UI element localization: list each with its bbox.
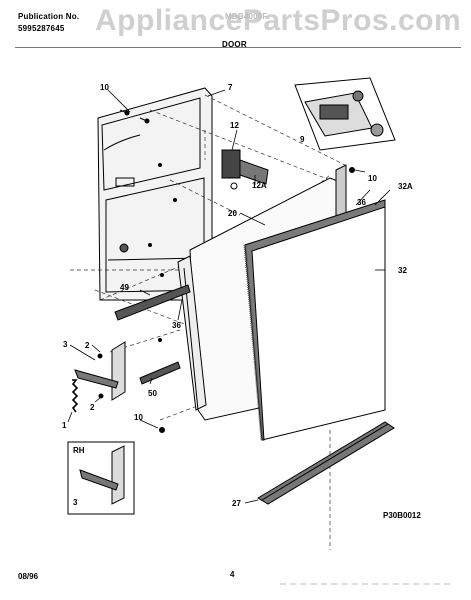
leader-lines — [67, 89, 391, 504]
callout-12A: 12A — [252, 181, 267, 190]
model-number: MDB4000F — [225, 12, 268, 21]
publication-number: 5995287645 — [18, 24, 65, 33]
detergent-dispenser-inset — [294, 77, 396, 151]
callout-10-right: 10 — [368, 174, 377, 183]
callout-27: 27 — [232, 499, 241, 508]
callout-1: 1 — [62, 421, 67, 430]
footer-faint-text — [280, 583, 450, 587]
callout-2-top: 2 — [85, 341, 90, 350]
callout-rh: RH — [73, 446, 85, 455]
callout-7: 7 — [228, 83, 233, 92]
callout-32: 32 — [398, 266, 407, 275]
callout-20: 20 — [228, 209, 237, 218]
projection-lines — [70, 94, 346, 550]
bottom-channel-49 — [114, 284, 191, 321]
footer-date: 08/96 — [18, 572, 39, 581]
callout-12: 12 — [230, 121, 239, 130]
callout-32A: 32A — [398, 182, 413, 191]
callout-10-top: 10 — [100, 83, 109, 92]
callout-3-bottom: 3 — [73, 498, 78, 507]
footer-page-number: 4 — [230, 570, 235, 579]
callout-49: 49 — [120, 283, 129, 292]
callout-2-bottom: 2 — [90, 403, 95, 412]
header-rule — [15, 47, 461, 48]
callout-50: 50 — [148, 389, 157, 398]
hinge-spring — [71, 379, 79, 413]
callout-3-top: 3 — [63, 340, 68, 349]
screws — [97, 109, 355, 433]
watermark: AppliancePartsPros.com — [95, 4, 462, 37]
right-hand-hinge-inset — [67, 441, 135, 515]
callout-36-left: 36 — [172, 321, 181, 330]
bottom-channel-50 — [139, 361, 181, 385]
publication-label: Publication No. — [18, 12, 80, 21]
door-bottom-trim — [257, 421, 395, 505]
figure-code: P30B0012 — [383, 511, 421, 520]
callout-10-bottom: 10 — [134, 413, 143, 422]
section-title: DOOR — [222, 40, 247, 49]
callout-36-right: 36 — [357, 198, 366, 207]
door-latch-assembly — [221, 149, 269, 190]
outer-door-panel — [243, 199, 386, 441]
callout-9: 9 — [300, 135, 305, 144]
door-hinge-arm — [74, 341, 126, 401]
